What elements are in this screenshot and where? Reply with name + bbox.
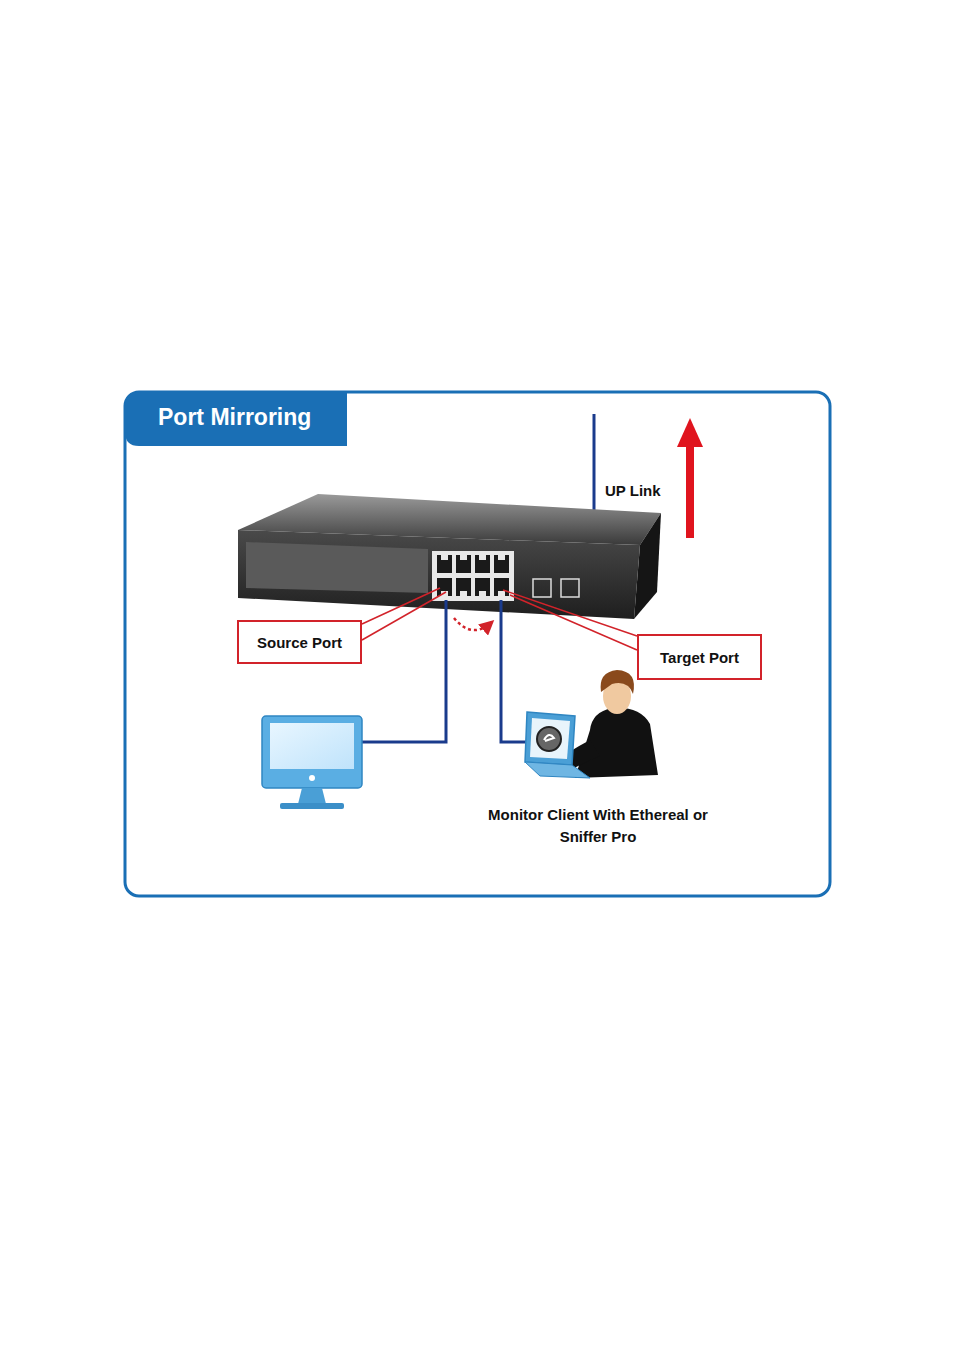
diagram-title: Port Mirroring	[158, 404, 311, 431]
leader-line	[510, 595, 637, 650]
desktop-monitor	[262, 716, 362, 809]
rj45-latch	[460, 591, 467, 596]
leader-line	[362, 592, 446, 640]
rj45-latch	[441, 555, 448, 560]
callout-text: Target Port	[660, 649, 739, 666]
monitor-client-figure	[525, 670, 658, 778]
callout-box: Source Port	[237, 620, 362, 664]
source-wire	[362, 600, 446, 742]
uplink-arrow	[686, 445, 694, 538]
uplink-arrowhead	[677, 418, 703, 447]
callout-text: Source Port	[257, 634, 342, 651]
rj45-port	[494, 555, 509, 573]
frame	[125, 392, 830, 896]
rj45-latch	[479, 555, 486, 560]
rj45-latch	[479, 591, 486, 596]
rj45-port	[456, 555, 471, 573]
sfp-slot	[533, 579, 551, 597]
rj45-latch	[498, 591, 505, 596]
switch-panel	[246, 542, 428, 593]
title-tab	[125, 392, 347, 446]
rj45-port	[475, 578, 490, 596]
rj45-port	[437, 555, 452, 573]
switch-front	[238, 530, 640, 619]
rj45-port	[494, 578, 509, 596]
mirror-arrow	[454, 618, 492, 630]
target-wire	[501, 600, 528, 742]
rj45-port	[456, 578, 471, 596]
uplink-label: UP Link	[605, 482, 661, 499]
uplink-wire	[593, 414, 596, 512]
sfp-slot	[561, 579, 579, 597]
client-caption: Monitor Client With Ethereal or Sniffer …	[478, 804, 718, 848]
rj45-latch	[460, 555, 467, 560]
rj45-ports	[437, 555, 509, 596]
leader-line	[362, 588, 440, 624]
leader-line	[503, 590, 637, 636]
rj45-port	[475, 555, 490, 573]
callout-box: Target Port	[637, 634, 762, 680]
rj45-latch	[498, 555, 505, 560]
